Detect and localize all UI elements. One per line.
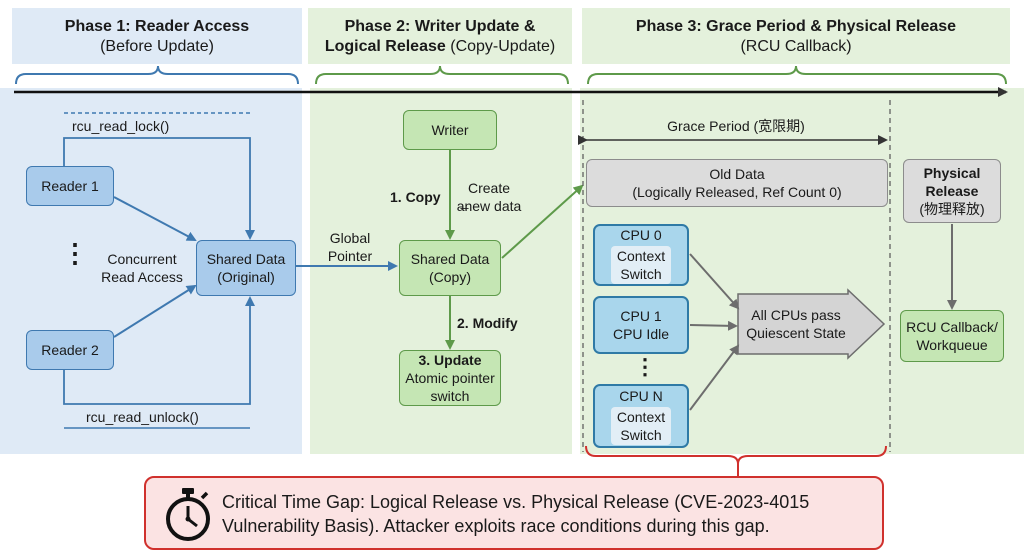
reader1-arrow — [113, 196, 197, 241]
cpu1-arrow — [689, 320, 738, 331]
cpun-event: Context Switch — [610, 407, 672, 445]
cpu0-event: Context Switch — [610, 246, 672, 284]
read-access-text: Read Access — [101, 269, 183, 285]
cpun-arrow — [689, 344, 740, 411]
new-data-text: a̶new data — [456, 198, 522, 214]
writer-node[interactable]: Writer — [403, 110, 497, 150]
writer-label: Writer — [431, 122, 469, 138]
reader2-arrow — [113, 284, 197, 338]
concurrent-read-label: Concurrent Read Access — [92, 250, 192, 286]
cpu0-node[interactable]: CPU 0 Context Switch — [593, 224, 689, 286]
shared-data-original-line2: (Original) — [217, 269, 275, 285]
cpu0-event-line2: Switch — [620, 266, 662, 282]
quiescent-label: All CPUs pass Quiescent State — [740, 306, 852, 342]
phase2-brace — [315, 65, 569, 85]
create-new-data-label: Create a̶new data — [456, 179, 522, 215]
callback-line1: RCU Callback/ — [906, 319, 998, 335]
cpun-event-line2: Switch — [620, 427, 662, 443]
rcu-read-unlock-label: rcu_read_unlock() — [86, 409, 199, 425]
reader2-node[interactable]: Reader 2 — [26, 330, 114, 370]
phase2-title-bold2: Logical Release — [324, 38, 446, 55]
phase3-header-bg — [582, 8, 1010, 64]
phase1-title-bold: Phase 1: Reader Access — [64, 18, 250, 35]
concurrent-text: Concurrent — [107, 251, 177, 267]
physical-line1: Physical — [923, 165, 981, 181]
callout-text: Critical Time Gap: Logical Release vs. P… — [222, 490, 872, 538]
stopwatch-icon — [162, 486, 214, 542]
reader1-label: Reader 1 — [41, 178, 99, 194]
critical-gap-callout: Critical Time Gap: Logical Release vs. P… — [144, 476, 884, 550]
physical-line3: (物理释放) — [919, 201, 985, 217]
cpu0-title: CPU 0 — [620, 227, 662, 243]
global-text: Global — [329, 230, 371, 246]
global-pointer-label: Global Pointer — [318, 229, 382, 265]
callout-line2: Vulnerability Basis). Attacker exploits … — [222, 516, 770, 536]
update-node[interactable]: 3. Update Atomic pointer switch — [399, 350, 501, 406]
pointer-text: Pointer — [327, 248, 373, 264]
phase1-title: Phase 1: Reader Access (Before Update) — [12, 17, 302, 57]
cpu-dots: ⋮ — [634, 354, 656, 379]
phase2-title-bold: Phase 2: Writer Update & — [344, 18, 536, 35]
update-title: 3. Update — [418, 352, 482, 368]
cpu1-node[interactable]: CPU 1 CPU Idle — [593, 296, 689, 354]
cpu0-arrow — [689, 253, 740, 310]
phase1-subtitle: (Before Update) — [100, 38, 214, 55]
shared-data-copy-line1: Shared Data — [410, 251, 490, 267]
shared-data-original-line1: Shared Data — [206, 251, 286, 267]
physical-release-node[interactable]: Physical Release (物理释放) — [903, 159, 1001, 223]
callout-line1: Critical Time Gap: Logical Release vs. P… — [222, 492, 810, 512]
cpu1-event: CPU Idle — [612, 326, 670, 342]
phase3-subtitle: (RCU Callback) — [740, 38, 852, 55]
quiescent-arrow-shape — [737, 288, 886, 360]
shared-data-original-node[interactable]: Shared Data (Original) — [196, 240, 296, 296]
update-line1: Atomic pointer — [405, 370, 495, 386]
phase3-title: Phase 3: Grace Period & Physical Release… — [582, 17, 1010, 57]
cpun-node[interactable]: CPU N Context Switch — [593, 384, 689, 448]
old-data-line2: (Logically Released, Ref Count 0) — [632, 184, 842, 200]
shared-data-copy-line2: (Copy) — [428, 269, 471, 285]
shared-data-copy-node[interactable]: Shared Data (Copy) — [399, 240, 501, 296]
quiescent-line2: Quiescent State — [746, 325, 846, 341]
physical-line2: Release — [925, 183, 979, 199]
old-data-line1: Old Data — [709, 166, 765, 182]
reader1-node[interactable]: Reader 1 — [26, 166, 114, 206]
lock-connector — [63, 137, 255, 240]
cpun-title: CPU N — [619, 388, 663, 404]
phase2-title: Phase 2: Writer Update & Logical Release… — [308, 17, 572, 57]
cpu0-event-line1: Context — [616, 248, 666, 264]
rcu-read-lock-label: rcu_read_lock() — [72, 118, 170, 134]
rcu-callback-node[interactable]: RCU Callback/ Workqueue — [900, 310, 1004, 362]
quiescent-line1: All CPUs pass — [751, 307, 841, 323]
copy-step-label: 1. Copy — [390, 189, 441, 205]
phase2-subtitle: (Copy-Update) — [450, 38, 556, 55]
callback-line2: Workqueue — [916, 337, 988, 353]
phase1-header-bg — [12, 8, 302, 64]
create-text: Create — [467, 180, 511, 196]
update-line2: switch — [430, 388, 470, 404]
modify-step-label: 2. Modify — [457, 315, 518, 331]
cpun-event-line1: Context — [616, 409, 666, 425]
phase3-title-bold: Phase 3: Grace Period & Physical Release — [635, 18, 957, 35]
critical-gap-bracket — [585, 445, 887, 465]
reader-dots: ⋮ — [62, 238, 88, 268]
phase3-brace — [587, 65, 1007, 85]
cpu1-title: CPU 1 — [620, 308, 662, 324]
phase2-header-bg — [308, 8, 572, 64]
old-data-node[interactable]: Old Data (Logically Released, Ref Count … — [586, 159, 888, 207]
grace-period-label: Grace Period (宽限期) — [667, 118, 805, 134]
reader2-label: Reader 2 — [41, 342, 99, 358]
unlock-connector — [63, 296, 255, 405]
phase1-brace — [15, 65, 299, 85]
old-data-arrow — [501, 184, 584, 259]
